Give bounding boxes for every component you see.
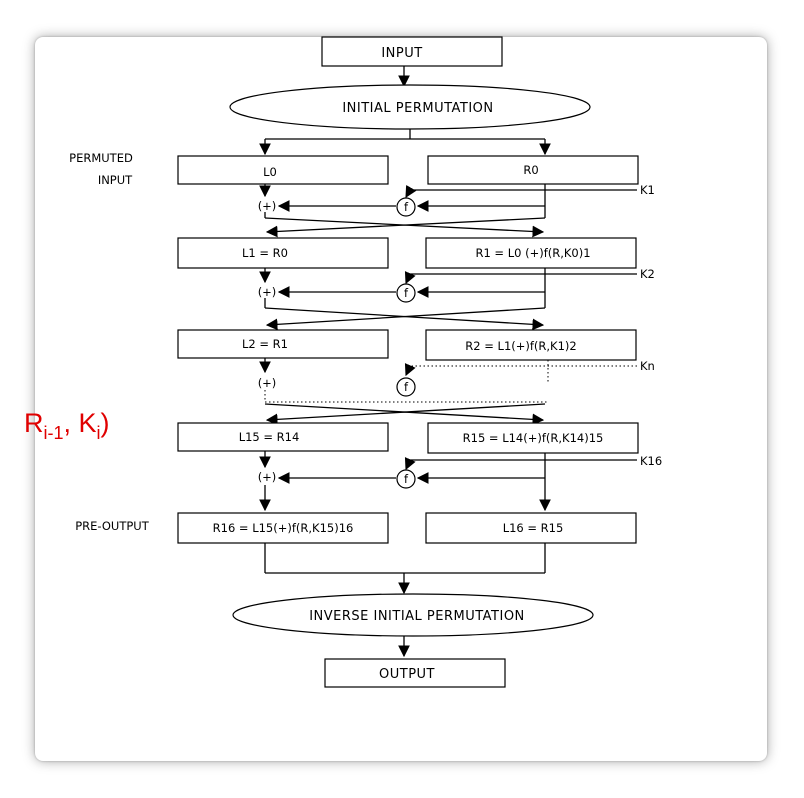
l15-box <box>177 422 389 452</box>
formula-mid: , K <box>64 408 97 438</box>
f-circle-2 <box>396 283 416 303</box>
l0-box <box>177 155 389 185</box>
f-circle-n <box>396 377 416 397</box>
key-kn: Kn <box>640 359 655 373</box>
input-box <box>321 36 503 67</box>
inverse-permutation-label: INVERSE INITIAL PERMUTATION <box>309 609 525 624</box>
l15-label: L15 = R14 <box>239 430 300 444</box>
r2-label: R2 = L1(+)f(R,K1)2 <box>465 339 576 353</box>
formula-sub2: i <box>97 423 101 443</box>
r16-box <box>177 512 389 544</box>
xor-2: (+) <box>258 285 277 299</box>
xor-n: (+) <box>258 376 277 390</box>
output-label: OUTPUT <box>379 667 435 682</box>
l2-box <box>177 329 389 359</box>
l0-label: L0 <box>263 165 277 179</box>
key-k2: K2 <box>640 267 655 281</box>
r15-box <box>427 422 639 454</box>
permuted-input-label-line2: INPUT <box>98 173 133 187</box>
r0-label: R0 <box>523 163 538 177</box>
r2-box <box>425 329 637 361</box>
l1-label: L1 = R0 <box>242 246 288 260</box>
f-label-1: f <box>404 200 409 214</box>
f-circle-1 <box>396 197 416 217</box>
r1-box <box>425 237 637 269</box>
inverse-permutation-ellipse <box>232 593 594 637</box>
formula-fragment: Ri-1, Ki) <box>24 408 110 443</box>
l16-label: L16 = R15 <box>503 521 564 535</box>
xor-1: (+) <box>258 199 277 213</box>
initial-permutation-label: INITIAL PERMUTATION <box>342 101 493 116</box>
f-label-16: f <box>404 472 409 486</box>
xor-16: (+) <box>258 470 277 484</box>
output-box <box>324 658 506 688</box>
f-label-n: f <box>404 380 409 394</box>
l1-box <box>177 237 389 269</box>
formula-prefix: R <box>24 408 44 438</box>
permuted-input-label-line1: PERMUTED <box>69 151 133 165</box>
key-k1: K1 <box>640 183 655 197</box>
f-label-2: f <box>404 286 409 300</box>
r1-label: R1 = L0 (+)f(R,K0)1 <box>475 246 590 260</box>
input-label: INPUT <box>381 46 422 61</box>
l2-label: L2 = R1 <box>242 337 288 351</box>
pre-output-label: PRE-OUTPUT <box>75 519 150 533</box>
slide-card <box>35 37 767 761</box>
l16-box <box>425 512 637 544</box>
r16-label: R16 = L15(+)f(R,K15)16 <box>213 521 354 535</box>
r0-box <box>427 155 639 185</box>
f-circle-16 <box>396 469 416 489</box>
formula-suffix: ) <box>101 408 110 438</box>
formula-sub1: i-1 <box>44 423 64 443</box>
r15-label: R15 = L14(+)f(R,K14)15 <box>463 431 604 445</box>
key-k16: K16 <box>640 454 662 468</box>
